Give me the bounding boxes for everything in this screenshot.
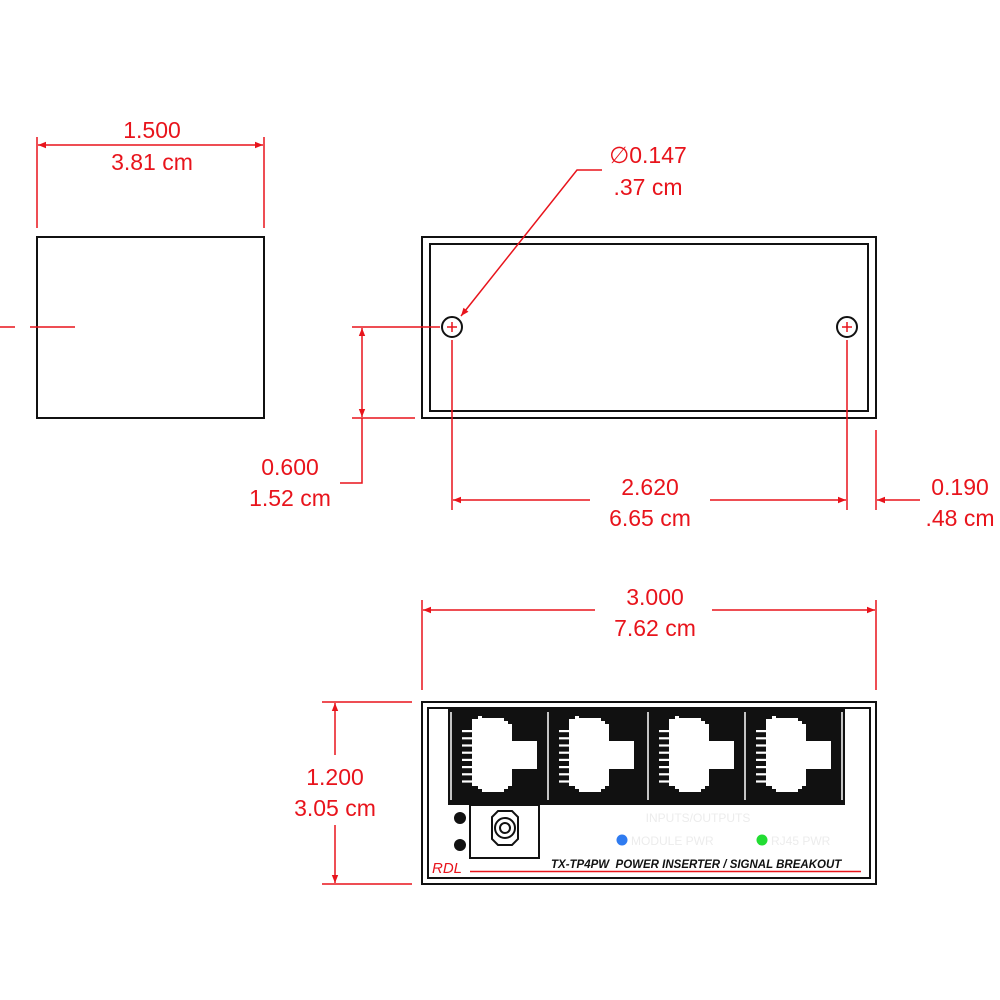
port-pin (559, 766, 569, 769)
port-pin (659, 758, 669, 761)
hole-diameter-cm: .37 cm (613, 174, 682, 200)
rj45-port[interactable] (756, 716, 831, 792)
mounting-outline-outer (421, 236, 877, 419)
port-pin (659, 751, 669, 754)
hole-spacing-inch: 2.620 (621, 474, 679, 500)
rj45-power-label: RJ45 PWR (771, 834, 831, 848)
port-pin (462, 766, 472, 769)
front-outline-outer (421, 701, 877, 885)
module-power-label: MODULE PWR (631, 834, 714, 848)
port-pin (756, 737, 766, 740)
brand-logo: RDL (432, 860, 462, 877)
front-width-cm: 7.62 cm (614, 615, 696, 641)
port-pin (756, 751, 766, 754)
port-pin (756, 744, 766, 747)
front-panel: INPUTS/OUTPUTS MODULE PWR RJ45 PWR RDL T… (421, 701, 877, 885)
port-pin (462, 730, 472, 733)
port-pin (462, 758, 472, 761)
hole-height-inch: 0.600 (261, 454, 319, 480)
port-pin (659, 730, 669, 733)
port-pin (756, 780, 766, 783)
port-pin (659, 780, 669, 783)
hole-height-cm: 1.52 cm (249, 485, 331, 511)
side-width-cm: 3.81 cm (111, 149, 193, 175)
port-pin (756, 758, 766, 761)
hole-diameter-leader (460, 169, 602, 317)
port-pin (462, 773, 472, 776)
edge-offset-inch: 0.190 (931, 474, 989, 500)
screw-icon (454, 839, 466, 851)
mounting-outline-inner (429, 243, 869, 412)
side-width-inch: 1.500 (123, 117, 181, 143)
port-pin (462, 780, 472, 783)
port-pin (559, 744, 569, 747)
front-height-cm: 3.05 cm (294, 795, 376, 821)
module-power-led (616, 834, 628, 846)
port-pin (462, 744, 472, 747)
edge-offset-cm: .48 cm (925, 505, 994, 531)
mounting-view: ∅0.147 .37 cm 0.600 1.52 cm 2.620 6.65 c… (249, 142, 994, 531)
side-view: 1.500 3.81 cm (0, 117, 265, 419)
front-height-inch: 1.200 (306, 764, 364, 790)
ports-label: INPUTS/OUTPUTS (646, 811, 751, 825)
screw-icon (454, 812, 466, 824)
hole-spacing-cm: 6.65 cm (609, 505, 691, 531)
port-pin (659, 773, 669, 776)
rj45-port[interactable] (462, 716, 537, 792)
port-pin (559, 730, 569, 733)
front-width-extension-lines (421, 600, 877, 690)
power-jack-icon (491, 810, 519, 846)
rj45-port[interactable] (559, 716, 634, 792)
port-pin (462, 751, 472, 754)
port-pin (559, 773, 569, 776)
port-pin (756, 766, 766, 769)
port-pin (659, 737, 669, 740)
port-pin (559, 737, 569, 740)
front-width-inch: 3.000 (626, 584, 684, 610)
port-pin (559, 780, 569, 783)
port-pin (756, 773, 766, 776)
front-height-extension-lines (322, 701, 412, 885)
port-pin (659, 744, 669, 747)
port-pin (559, 751, 569, 754)
model-label: TX-TP4PW POWER INSERTER / SIGNAL BREAKOU… (551, 859, 842, 871)
port-pin (659, 766, 669, 769)
rj45-power-led (756, 834, 768, 846)
mounting-hole-right (836, 316, 858, 338)
hole-height-leader (340, 418, 363, 484)
port-pin (756, 730, 766, 733)
port-pin (559, 758, 569, 761)
hole-spacing-extension-lines (451, 340, 877, 510)
hole-diameter-inch: ∅0.147 (609, 142, 687, 168)
extension-lines (36, 137, 265, 228)
front-dimensions: 3.000 7.62 cm 1.200 3.05 cm (294, 584, 877, 885)
hole-height-extension-lines (352, 326, 440, 419)
mounting-hole-left (441, 316, 463, 338)
power-jack-housing (469, 804, 540, 859)
port-dividers (450, 712, 843, 800)
port-pin (462, 737, 472, 740)
rj45-port[interactable] (659, 716, 734, 792)
